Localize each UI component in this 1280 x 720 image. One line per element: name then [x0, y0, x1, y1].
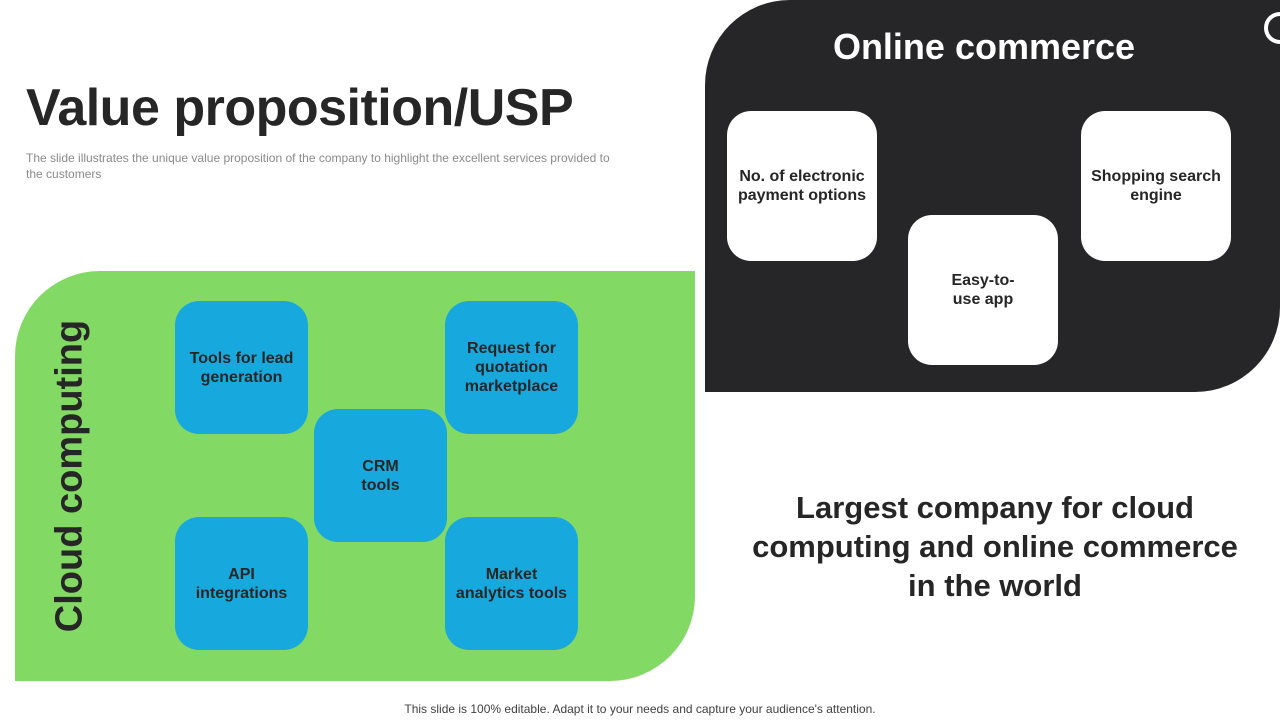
slide-title: Value proposition/USP: [26, 79, 574, 137]
commerce-item-search-engine: Shopping search engine: [1081, 111, 1231, 261]
ring-decoration-icon: [681, 639, 709, 667]
footer-note: This slide is 100% editable. Adapt it to…: [404, 702, 876, 716]
online-commerce-heading: Online commerce: [832, 26, 1136, 67]
cloud-item-market-analytics: Market analytics tools: [445, 517, 578, 650]
slide-subtitle: The slide illustrates the unique value p…: [26, 151, 610, 181]
cloud-item-api-integrations: API integrations: [175, 517, 308, 650]
commerce-item-payment-options: No. of electronic payment options: [727, 111, 877, 261]
cloud-computing-label: Cloud computing: [48, 319, 91, 633]
ring-decoration-icon: [1264, 12, 1280, 44]
tagline: Largest company for cloud computing and …: [752, 490, 1238, 603]
cloud-item-lead-generation: Tools for lead generation: [175, 301, 308, 434]
commerce-item-easy-app: Easy-to-use app: [908, 215, 1058, 365]
cloud-item-rfq-marketplace: Request for quotation marketplace: [445, 301, 578, 434]
cloud-item-crm-tools: CRM tools: [314, 409, 447, 542]
